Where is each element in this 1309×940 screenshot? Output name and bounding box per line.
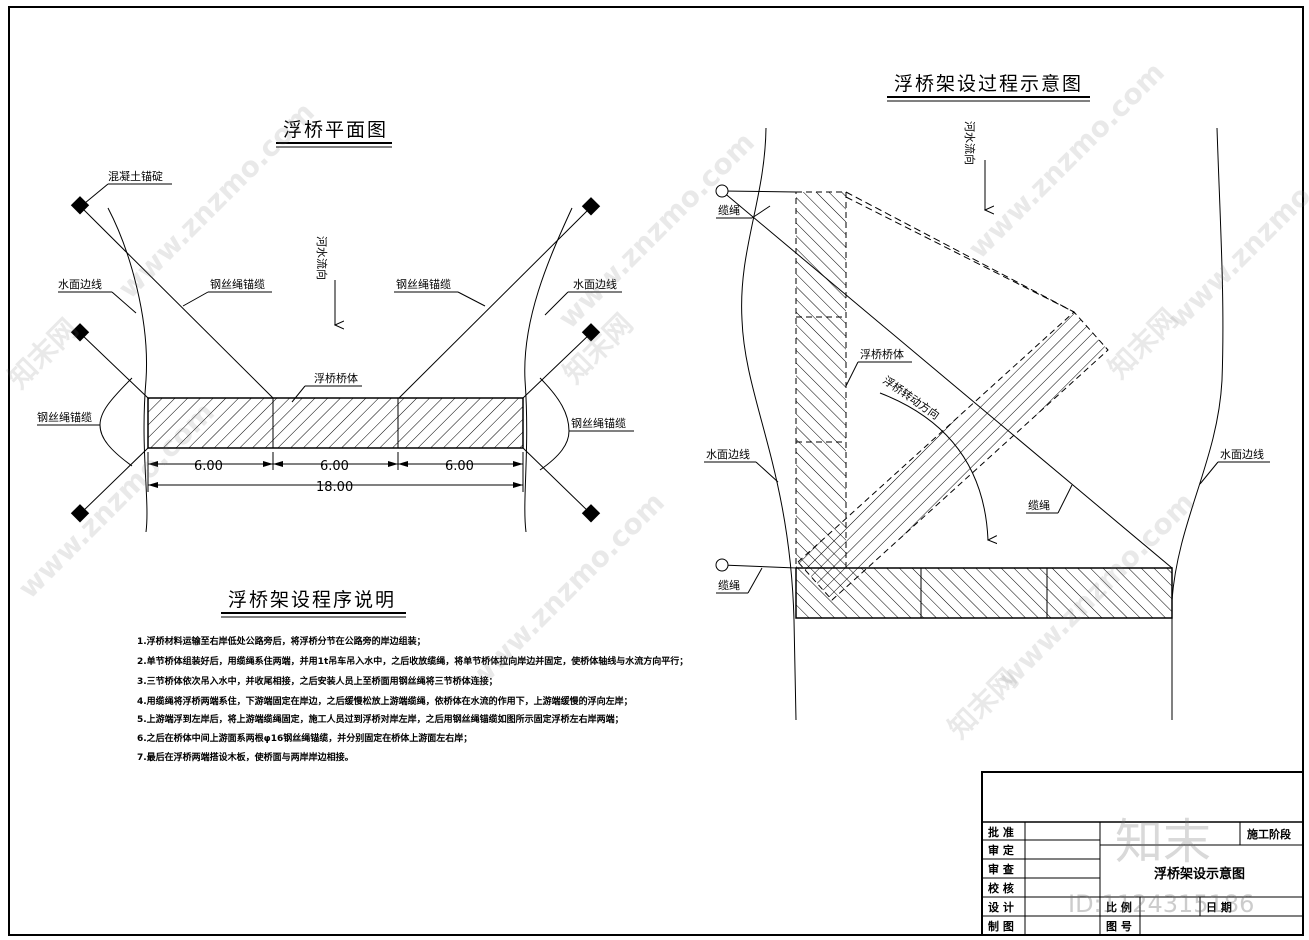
tb-role-2: 审 定 <box>988 843 1014 857</box>
concrete-anchor-2 <box>581 197 601 216</box>
procedure-step-6: 6.之后在桥体中间上游面系两根φ16钢丝绳锚缆，并分别固定在桥体上游面左右岸； <box>137 732 472 744</box>
dim-total: 18.00 <box>316 480 353 495</box>
plan-bank-right <box>524 207 573 533</box>
label-concrete-anchor: 混凝土锚碇 <box>108 169 163 183</box>
rope-anchor-top <box>715 184 729 198</box>
rope-bottom-line <box>721 564 797 569</box>
plan-side-cable-r2 <box>522 447 592 515</box>
process-bank-right <box>1171 127 1224 720</box>
dim-3: 6.00 <box>445 459 474 474</box>
process-title: 浮桥架设过程示意图 <box>894 73 1083 95</box>
watermarks: www.znzmo.com 知末网 www.znzmo.com 知末网 www.… <box>2 56 1309 918</box>
tb-role-3: 审 查 <box>988 862 1014 876</box>
rotation-direction-arrow <box>879 392 988 540</box>
plan-view: 浮桥平面图 河水流向 混凝土锚碇 水面边线 <box>37 119 634 533</box>
label-process-pontoon: 浮桥桥体 <box>860 347 904 361</box>
rope-dashed-2 <box>845 196 1075 313</box>
leader-cable-right-d <box>457 291 486 307</box>
procedure-step-5: 5.上游端浮到左岸后，将上游端缆绳固定，施工人员过到浮桥对岸左岸，之后用钢丝绳锚… <box>137 713 624 725</box>
leader-process-pontoon-d <box>845 361 859 387</box>
procedure-title: 浮桥架设程序说明 <box>228 589 396 611</box>
plan-cable-ur <box>398 206 592 399</box>
label-side-cable-right: 钢丝绳锚缆 <box>571 416 626 430</box>
dim-2: 6.00 <box>320 459 349 474</box>
procedure-notes: 浮桥架设程序说明 1.浮桥材料运输至右岸低处公路旁后，将浮桥分节在公路旁的岸边组… <box>137 589 688 763</box>
leader-process-water-right-d <box>1199 461 1219 485</box>
dim-1: 6.00 <box>194 459 223 474</box>
plan-cable-ul <box>79 205 274 399</box>
label-plan-pontoon: 浮桥桥体 <box>314 371 358 385</box>
label-plan-cable-left: 钢丝绳锚缆 <box>210 277 265 291</box>
rope-top-line <box>721 190 1173 569</box>
plan-side-cable-l1 <box>79 332 149 399</box>
watermark-site-3: www.znzmo.com <box>12 396 221 605</box>
watermark-site-2: www.znzmo.com <box>552 126 761 335</box>
procedure-step-1: 1.浮桥材料运输至右岸低处公路旁后，将浮桥分节在公路旁的岸边组装； <box>137 635 426 647</box>
label-rope-top: 缆绳 <box>718 203 740 217</box>
leader-cable-left-d <box>182 291 209 307</box>
plan-side-cable-r1 <box>522 332 592 399</box>
rope-dashed-1 <box>845 191 1075 313</box>
label-rope-mid: 缆绳 <box>1028 498 1050 512</box>
title-block: 批 准 审 定 审 查 校 核 设 计 制 图 施工阶段 浮桥架设示意图 比 例… <box>981 771 1304 936</box>
tb-drawing-name: 浮桥架设示意图 <box>1154 866 1245 882</box>
sheet-border <box>8 6 1304 936</box>
label-process-water-left: 水面边线 <box>706 447 750 461</box>
leader-water-edge-left-d <box>111 291 137 314</box>
plan-flow-label: 河水流向 <box>315 236 329 280</box>
leader-pontoon-d <box>291 385 306 403</box>
tb-date-label: 日 期 <box>1206 900 1232 914</box>
leader-rope-mid-d <box>1057 484 1073 514</box>
label-plan-water-edge-left: 水面边线 <box>58 277 102 291</box>
watermark-brand-1: 知末网 <box>2 312 85 395</box>
concrete-anchor-1 <box>70 196 90 215</box>
plan-pontoon <box>147 397 524 449</box>
pontoon-final-position <box>795 567 1173 619</box>
procedure-step-4: 4.用缆绳将浮桥两端系住，下游端固定在岸边，之后缓慢松放上游端缆绳，依桥体在水流… <box>137 695 633 707</box>
leader-side-cable-right-brace <box>539 377 570 471</box>
watermark-brand-4: 知末网 <box>942 662 1025 745</box>
plan-side-cable-l2 <box>79 447 149 515</box>
tb-stage: 施工阶段 <box>1247 827 1291 841</box>
process-bank-left <box>741 127 797 721</box>
plan-title: 浮桥平面图 <box>283 119 388 141</box>
watermark-site-1: www.znzmo.com <box>112 96 321 305</box>
watermark-id: ID:1124315186 <box>1068 890 1254 918</box>
leader-water-edge-right-d <box>544 291 569 316</box>
process-flow-label: 河水流向 <box>963 121 977 165</box>
leader-concrete-anchor <box>84 183 109 204</box>
tb-scale-label: 比 例 <box>1106 900 1132 914</box>
label-rotate-direction: 浮桥转动方向 <box>880 373 942 422</box>
concrete-anchor-4 <box>581 323 601 342</box>
label-plan-water-edge-right: 水面边线 <box>573 277 617 291</box>
procedure-step-7: 7.最后在浮桥两端搭设木板，使桥面与两岸岸边相接。 <box>137 751 354 763</box>
tb-role-1: 批 准 <box>988 825 1014 839</box>
label-rope-bottom: 缆绳 <box>718 578 740 592</box>
title-block-frame <box>981 771 1304 936</box>
label-side-cable-left: 钢丝绳锚缆 <box>37 410 92 424</box>
leader-rope-top-d <box>751 205 771 219</box>
tb-role-4: 校 核 <box>988 881 1014 895</box>
concrete-anchor-6 <box>581 504 601 523</box>
watermark-logo: 知末 <box>1115 814 1211 870</box>
leader-side-cable-left-brace <box>99 377 133 467</box>
procedure-step-2: 2.单节桥体组装好后，用缆绳系住两端，并用1t吊车吊入水中，之后收放缆绳，将单节… <box>137 655 688 667</box>
tb-role-6: 制 图 <box>988 919 1014 933</box>
process-view: 浮桥架设过程示意图 河水流向 缆绳 浮桥桥体 <box>704 73 1270 721</box>
procedure-step-3: 3.三节桥体依次吊入水中，并收尾相接，之后安装人员上至桥面用钢丝绳将三节桥体连接… <box>137 675 498 687</box>
leader-rope-bottom-d <box>747 567 763 594</box>
rope-top-short <box>721 190 797 193</box>
pontoon-initial-position <box>795 191 847 569</box>
rope-anchor-bottom <box>715 558 729 572</box>
tb-role-5: 设 计 <box>988 900 1014 914</box>
leader-process-water-left-d <box>755 461 779 483</box>
watermark-site-6: www.znzmo.com <box>1162 126 1309 335</box>
label-plan-cable-right: 钢丝绳锚缆 <box>396 277 451 291</box>
label-process-water-right: 水面边线 <box>1220 447 1264 461</box>
tb-drawing-no-label: 图 号 <box>1106 920 1132 933</box>
